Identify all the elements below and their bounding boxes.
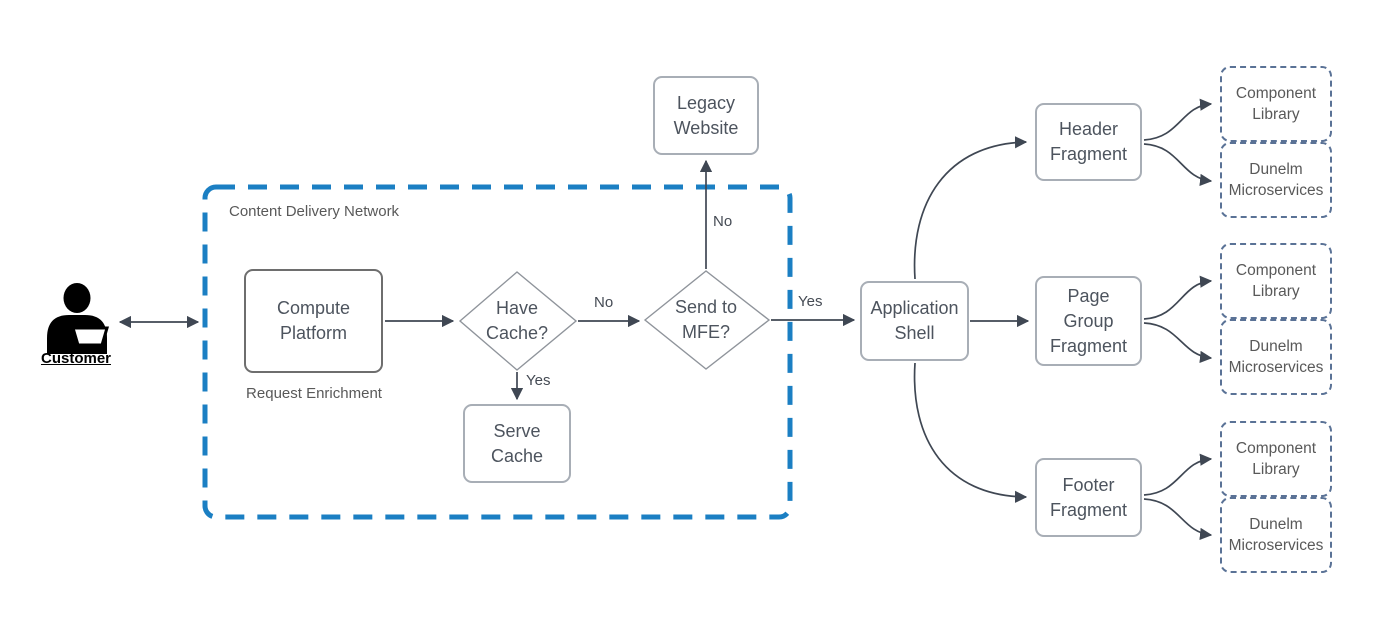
node-label: Dunelm Microservices: [1228, 338, 1324, 376]
node-label: Component Library: [1235, 85, 1317, 123]
node-component-library: Component Library: [1220, 66, 1332, 142]
node-component-library: Component Library: [1220, 243, 1332, 319]
node-have-cache: Have Cache?: [460, 296, 574, 346]
node-serve-cache: Serve Cache: [463, 404, 571, 483]
node-label: Legacy Website: [673, 92, 739, 138]
node-header-fragment: Header Fragment: [1035, 103, 1142, 181]
node-dunelm-microservices: Dunelm Microservices: [1220, 142, 1332, 218]
edge-label-have-cache-yes: Yes: [524, 372, 553, 389]
cdn-boundary: [202, 184, 793, 520]
node-legacy-website: Legacy Website: [653, 76, 759, 155]
compute-platform-sublabel: Request Enrichment: [246, 385, 382, 402]
node-label: Page Group Fragment: [1049, 285, 1128, 356]
node-dunelm-microservices: Dunelm Microservices: [1220, 319, 1332, 395]
node-dunelm-microservices: Dunelm Microservices: [1220, 497, 1332, 573]
node-footer-fragment: Footer Fragment: [1035, 458, 1142, 537]
node-application-shell: Application Shell: [860, 281, 969, 361]
node-component-library: Component Library: [1220, 421, 1332, 497]
customer-cart-icon: [47, 283, 110, 354]
edge-label-have-cache-no: No: [592, 294, 616, 311]
node-label: Header Fragment: [1049, 119, 1128, 164]
node-label: Have Cache?: [485, 298, 549, 343]
node-label: Component Library: [1235, 262, 1317, 300]
node-label: Compute Platform: [276, 298, 351, 343]
node-page-group-fragment: Page Group Fragment: [1035, 276, 1142, 366]
node-label: Footer Fragment: [1049, 474, 1128, 520]
flow-arrows: [118, 98, 1213, 540]
edge-label-send-to-mfe-yes: Yes: [796, 293, 825, 310]
node-label: Component Library: [1235, 440, 1317, 478]
edge-label-send-to-mfe-no: No: [711, 213, 735, 230]
node-label: Serve Cache: [490, 420, 544, 466]
cdn-zone-label: Content Delivery Network: [229, 203, 400, 220]
send-to-mfe-diamond: [643, 270, 771, 370]
node-label: Application Shell: [870, 298, 959, 343]
node-send-to-mfe: Send to MFE?: [645, 295, 767, 345]
node-label: Dunelm Microservices: [1228, 161, 1324, 199]
customer-label: Customer: [40, 350, 111, 367]
node-compute-platform: Compute Platform: [244, 269, 383, 373]
node-label: Send to MFE?: [674, 297, 738, 342]
node-label: Dunelm Microservices: [1228, 516, 1324, 554]
have-cache-diamond: [458, 271, 578, 371]
